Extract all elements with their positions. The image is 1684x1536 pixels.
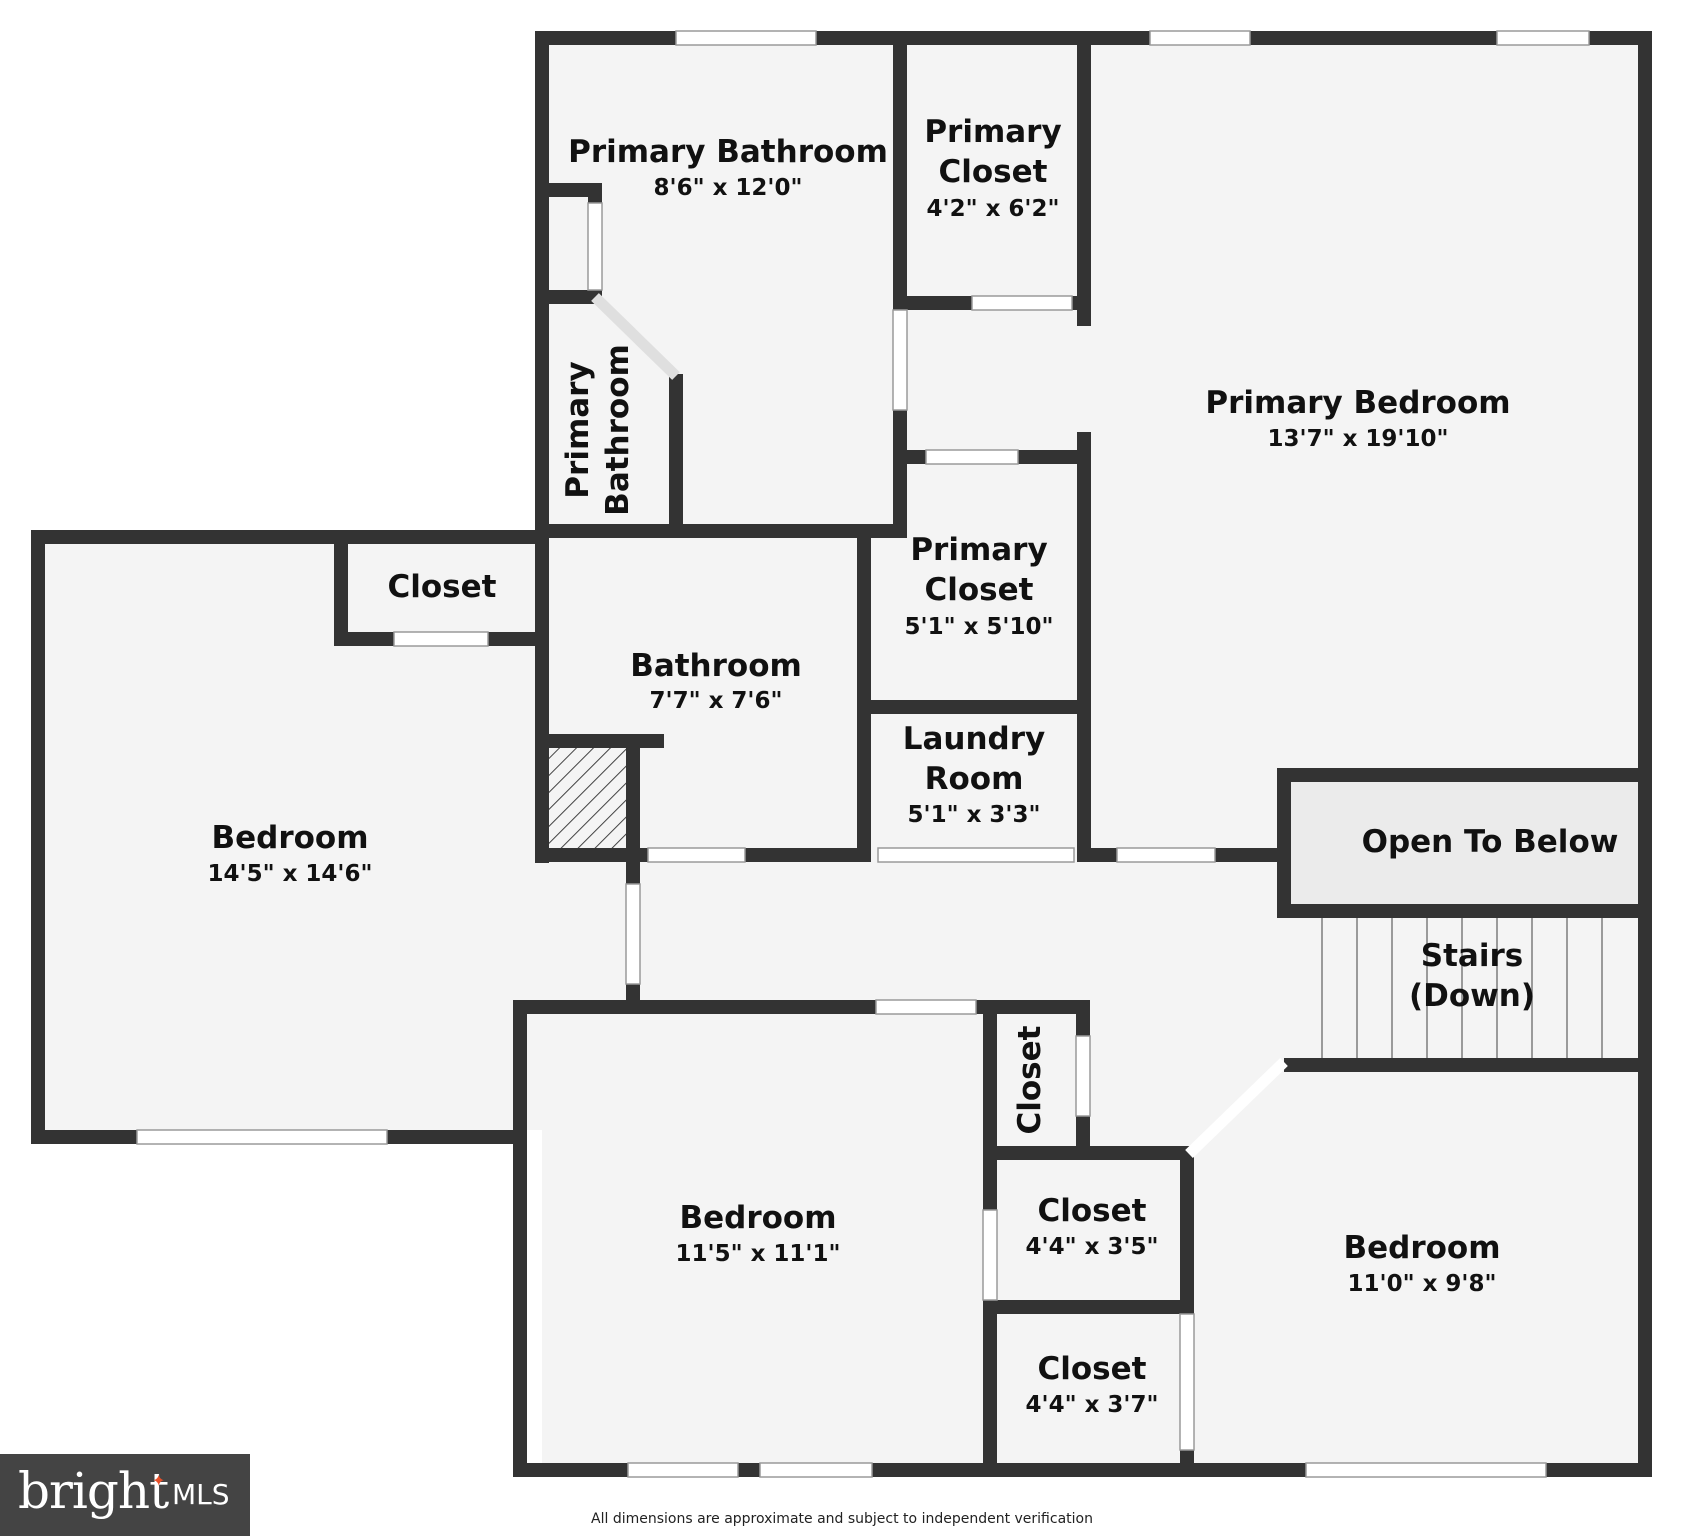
disclaimer-text: All dimensions are approximate and subje… (591, 1511, 1093, 1527)
windows (136, 30, 1590, 1478)
dims-bedroom-left: 14'5" x 14'6" (208, 861, 373, 887)
label-laundry-1: Laundry (903, 721, 1046, 757)
diagonal-wall-bath-outline (591, 293, 680, 380)
stairs-treads (1321, 918, 1603, 1058)
label-laundry-2: Room (925, 761, 1024, 797)
logo-star-icon: ✦ (152, 1471, 166, 1490)
logo-suffix-text: MLS (172, 1478, 230, 1511)
label-primary-closet-top-2: Closet (939, 154, 1048, 190)
label-closet-vertical: Closet (1012, 1025, 1048, 1134)
label-closet-a: Closet (1038, 1193, 1147, 1229)
label-primary-closet-top-1: Primary (924, 114, 1061, 150)
dims-primary-closet-top: 4'2" x 6'2" (927, 196, 1060, 222)
logo-brand-text: bright (18, 1462, 169, 1520)
label-closet-small: Closet (388, 569, 497, 605)
label-primary-bathroom-wc-1: Primary (560, 361, 596, 498)
label-closet-b: Closet (1038, 1351, 1147, 1387)
dims-closet-b: 4'4" x 3'7" (1026, 1392, 1159, 1418)
label-bedroom-left: Bedroom (211, 820, 368, 856)
diagonal-wall-hall (1185, 1058, 1288, 1158)
dims-primary-closet-mid: 5'1" x 5'10" (905, 614, 1054, 640)
room-labels: Primary Bathroom 8'6" x 12'0" Primary Cl… (208, 114, 1619, 1418)
dims-closet-a: 4'4" x 3'5" (1026, 1234, 1159, 1260)
label-stairs-2: (Down) (1409, 978, 1535, 1014)
label-stairs-1: Stairs (1421, 938, 1523, 974)
hatched-chase (548, 746, 628, 848)
label-primary-bathroom: Primary Bathroom (568, 134, 888, 170)
label-primary-bedroom: Primary Bedroom (1205, 385, 1510, 421)
dims-laundry: 5'1" x 3'3" (908, 802, 1041, 828)
dims-bathroom: 7'7" x 7'6" (650, 688, 783, 714)
openings (393, 202, 1216, 1451)
label-bathroom: Bathroom (630, 648, 802, 684)
dims-bedroom-bottom: 11'5" x 11'1" (676, 1241, 841, 1267)
dims-primary-bathroom: 8'6" x 12'0" (654, 175, 803, 201)
label-primary-closet-mid-1: Primary (910, 532, 1047, 568)
diagonal-wall-bath (591, 293, 680, 380)
label-primary-bathroom-wc-2: Bathroom (600, 344, 636, 516)
label-open-to-below: Open To Below (1362, 824, 1619, 860)
bright-mls-logo: bright ✦ MLS (0, 1454, 250, 1536)
dims-bedroom-right: 11'0" x 9'8" (1348, 1271, 1497, 1297)
label-bedroom-right: Bedroom (1343, 1230, 1500, 1266)
label-primary-closet-mid-2: Closet (925, 572, 1034, 608)
open-to-below-area (1290, 780, 1642, 904)
label-bedroom-bottom: Bedroom (679, 1200, 836, 1236)
dims-primary-bedroom: 13'7" x 19'10" (1268, 426, 1449, 452)
